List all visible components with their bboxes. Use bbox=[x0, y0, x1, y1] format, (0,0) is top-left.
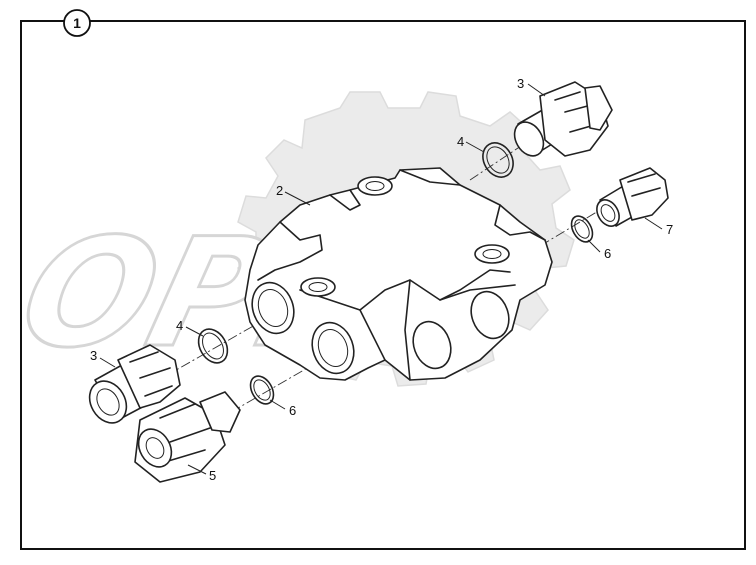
port-front-right bbox=[470, 290, 510, 340]
callout-3-top: 3 bbox=[517, 76, 524, 91]
callout-5: 5 bbox=[209, 468, 216, 483]
drawing-frame bbox=[20, 20, 746, 550]
callouts: 3 4 2 7 6 4 3 6 5 bbox=[90, 76, 673, 483]
assembly-number: 1 bbox=[73, 15, 81, 31]
body-edge-e bbox=[299, 269, 511, 311]
callout-6-right: 6 bbox=[604, 246, 611, 261]
o-ring-4-left bbox=[197, 328, 229, 364]
bolt-hole-middle bbox=[300, 277, 336, 297]
valve-body bbox=[244, 167, 553, 381]
o-ring-6-bottom bbox=[249, 375, 275, 405]
fitting-3-top bbox=[513, 81, 613, 157]
bolt-hole-top bbox=[357, 176, 393, 196]
body-edge-d bbox=[494, 204, 546, 241]
fitting-7 bbox=[596, 167, 669, 227]
callout-4-top: 4 bbox=[457, 134, 464, 149]
assembly-badge: 1 bbox=[63, 9, 91, 37]
body-edge-a bbox=[329, 189, 361, 211]
callout-3-left: 3 bbox=[90, 348, 97, 363]
body-edge-g bbox=[404, 279, 411, 381]
fitting-5 bbox=[134, 391, 241, 483]
body-edge-f bbox=[359, 309, 386, 361]
callout-4-left: 4 bbox=[176, 318, 183, 333]
body-edge-c bbox=[257, 221, 323, 281]
fitting-3-left bbox=[88, 344, 181, 424]
callout-6-bottom: 6 bbox=[289, 403, 296, 418]
o-rings bbox=[197, 142, 594, 405]
badge-circle bbox=[63, 9, 91, 37]
body-edge-h bbox=[439, 284, 516, 301]
bolt-hole-right bbox=[474, 244, 510, 264]
port-left bbox=[251, 281, 295, 335]
callout-7: 7 bbox=[666, 222, 673, 237]
fitting-5-face bbox=[137, 428, 173, 468]
body-edge-b bbox=[399, 169, 461, 186]
o-ring-4-top bbox=[482, 142, 514, 178]
port-bottom bbox=[311, 321, 355, 375]
callout-2: 2 bbox=[276, 183, 283, 198]
port-front bbox=[412, 320, 452, 370]
leader-lines bbox=[99, 83, 663, 475]
